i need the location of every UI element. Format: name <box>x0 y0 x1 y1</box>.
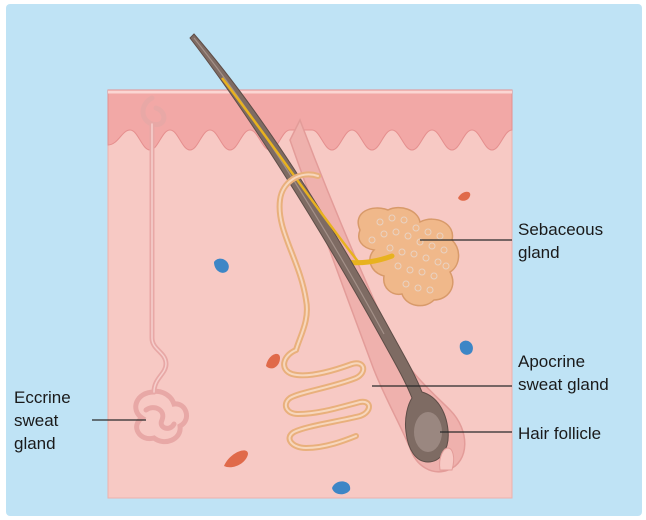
label-apocrine-sweat-gland: Apocrine sweat gland <box>518 350 609 396</box>
label-eccrine-sweat-gland: Eccrine sweat gland <box>14 386 71 455</box>
label-hair-follicle: Hair follicle <box>518 422 601 445</box>
label-sebaceous-gland: Sebaceous gland <box>518 218 603 264</box>
